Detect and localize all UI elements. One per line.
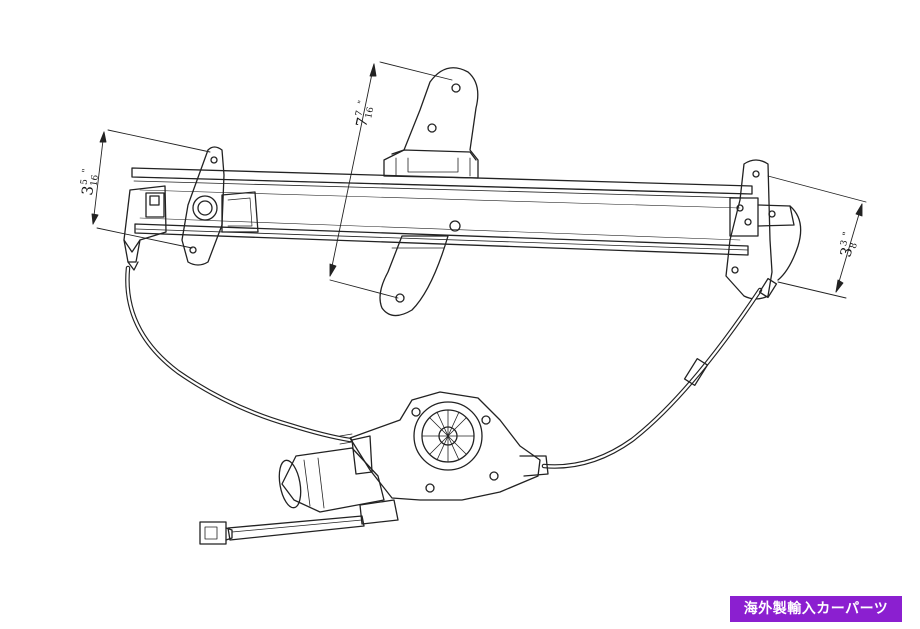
- dim-denominator: 8: [849, 242, 860, 250]
- dimension-label-bracket-height: 3 5 16 ": [78, 168, 101, 197]
- dim-denominator: 16: [89, 174, 101, 187]
- dim-whole: 3: [78, 185, 97, 197]
- dim-numerator: 3: [839, 239, 850, 247]
- dim-denominator: 16: [364, 106, 376, 120]
- right-end-plate: [725, 159, 802, 300]
- cable-right: [541, 277, 778, 469]
- center-lift-arm: [379, 67, 479, 317]
- dim-unit: ": [842, 231, 853, 238]
- left-slider-plate: [181, 146, 259, 266]
- dim-numerator: 5: [80, 178, 91, 185]
- wire-harness: [227, 515, 365, 541]
- dimension-label-right-height: 3 3 8 ": [836, 231, 860, 259]
- shop-badge: 海外製輸入カーパーツ: [730, 596, 902, 622]
- left-bracket: [123, 185, 167, 271]
- dimension-lines: [91, 61, 867, 299]
- dim-whole: 7: [352, 116, 372, 129]
- window-motor-icon: [278, 391, 549, 525]
- dim-numerator: 7: [354, 109, 365, 117]
- dim-unit: ": [357, 100, 368, 106]
- plug-connector-icon: [199, 521, 233, 545]
- dim-unit: ": [81, 168, 91, 173]
- dimension-label-track-span: 7 7 16 ": [352, 100, 376, 129]
- dim-whole: 3: [836, 245, 856, 259]
- cable-left: [125, 265, 353, 443]
- main-rail: [131, 167, 753, 256]
